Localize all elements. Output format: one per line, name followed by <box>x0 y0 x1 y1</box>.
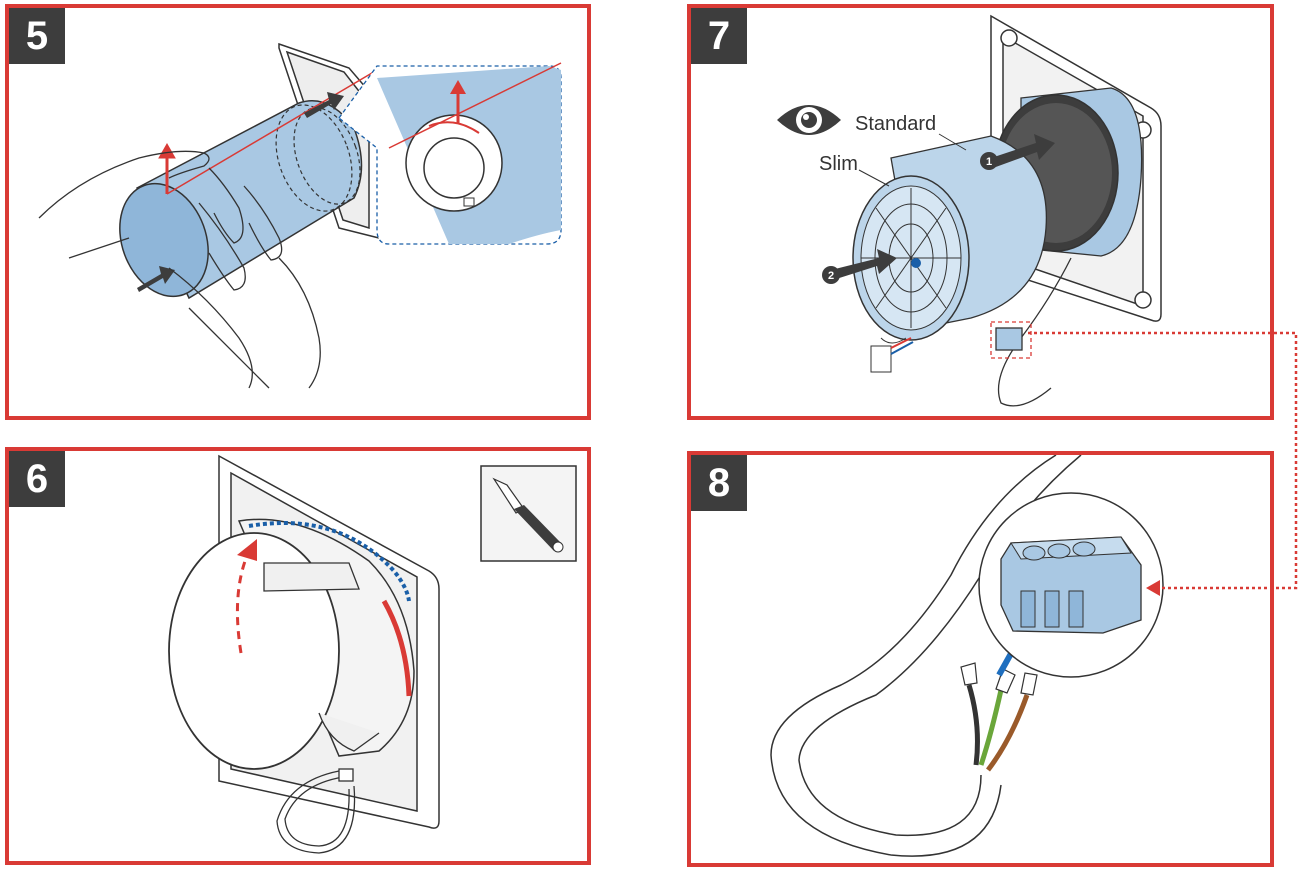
wires <box>966 684 1030 772</box>
step-6-panel: 6 <box>5 447 591 865</box>
marker-1: 1 <box>986 156 992 168</box>
cut-tube <box>168 518 415 770</box>
push-arrow-bottom <box>137 266 175 292</box>
terminal-block-icon <box>1000 536 1142 634</box>
step-8-illustration <box>770 455 1164 857</box>
marker-2: 2 <box>828 270 834 282</box>
step-7-panel: 7 <box>687 4 1274 420</box>
duct-tube <box>119 69 378 300</box>
knife-icon-box <box>480 465 577 562</box>
knife-icon <box>492 477 564 553</box>
fan-unit <box>852 135 1048 341</box>
arrow-step-2: 2 <box>822 249 897 284</box>
cable <box>276 768 356 854</box>
step-5-badge: 5 <box>9 8 65 64</box>
step-7-illustration: 1 2 Standard Slim <box>777 14 1162 407</box>
step-6-badge: 6 <box>9 451 65 507</box>
zoom-callout <box>338 62 562 245</box>
step-5-panel: 5 <box>5 4 591 420</box>
cable <box>995 257 1072 407</box>
push-arrow-top <box>304 92 344 118</box>
hand-drawing <box>38 150 321 389</box>
step-8-badge: 8 <box>691 455 747 511</box>
step-5-illustration <box>38 42 562 389</box>
label-slim: Slim <box>819 153 858 175</box>
terminal-zoom <box>978 492 1164 678</box>
step-8-panel: 8 <box>687 451 1274 867</box>
step-6-illustration <box>168 454 577 854</box>
red-up-arrow <box>158 142 176 194</box>
ferrules <box>960 662 1038 696</box>
arrow-step-1: 1 <box>980 134 1055 170</box>
fan-connector <box>870 337 914 373</box>
label-standard: Standard <box>855 113 936 135</box>
rotate-arrow <box>235 539 257 654</box>
eye-icon <box>777 105 841 135</box>
step-7-badge: 7 <box>691 8 747 64</box>
